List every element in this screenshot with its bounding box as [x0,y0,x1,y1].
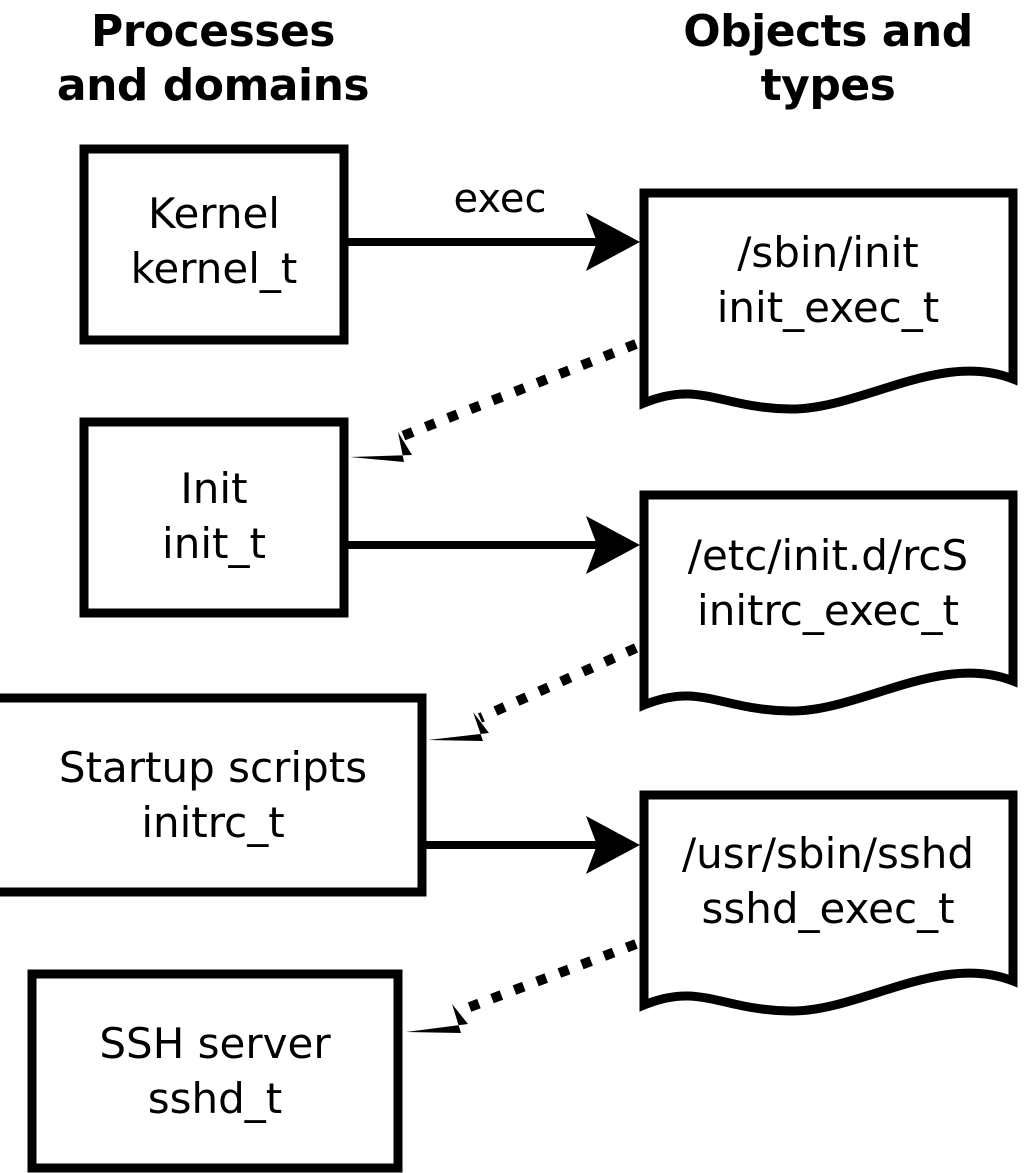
column-header-processes: Processes and domains [57,6,370,111]
edge-rcsexec-transition-initrc-line [477,643,639,723]
process-node-sshd[interactable]: SSH server sshd_t [27,969,403,1173]
column-header-objects-line2: types [761,60,896,111]
process-node-init[interactable]: Init init_t [79,417,349,618]
edge-kernel-exec-init-arrowhead [586,213,640,271]
edge-init-exec-rcs-arrowhead [586,516,640,574]
process-node-initrc-type: initrc_t [141,798,284,847]
edge-init-exec-rcs [348,516,640,574]
column-header-objects-line1: Objects and [683,6,972,57]
edge-initexec-transition-init-line [398,339,638,442]
edge-initrc-exec-sshd-arrowhead [586,816,640,874]
process-node-init-type: init_t [162,519,266,568]
edge-initexec-transition-init [350,339,638,462]
object-node-usr-sshd-type: sshd_exec_t [701,884,954,933]
object-node-sbin-init-path: /sbin/init [737,228,919,277]
edge-initrc-exec-sshd [426,816,640,874]
edge-rcsexec-transition-initrc [428,643,639,741]
process-node-kernel-name: Kernel [148,189,280,238]
edge-sshdexec-transition-sshd-arrowhead [406,1004,468,1033]
edge-kernel-exec-init: exec [348,176,640,271]
object-node-usr-sshd-path: /usr/sbin/sshd [682,829,974,878]
process-node-sshd-type: sshd_t [148,1074,283,1123]
object-node-sbin-init-type: init_exec_t [717,283,940,332]
process-node-kernel-box[interactable] [79,144,349,345]
column-header-objects: Objects and types [683,6,973,111]
edge-initexec-transition-init-arrowhead [350,432,412,462]
object-node-etc-rcs-shape[interactable] [639,490,1018,716]
process-node-init-name: Init [180,464,247,513]
object-node-usr-sshd[interactable]: /usr/sbin/sshd sshd_exec_t [639,790,1018,1016]
edge-sshdexec-transition-sshd [406,939,638,1033]
process-node-kernel-type: kernel_t [131,244,298,293]
process-node-init-box[interactable] [79,417,349,618]
object-node-etc-rcs[interactable]: /etc/init.d/rcS initrc_exec_t [639,490,1018,716]
column-header-processes-line2: and domains [57,60,369,111]
process-node-sshd-box[interactable] [27,969,403,1173]
process-node-initrc[interactable]: Startup scripts initrc_t [0,693,427,897]
process-node-initrc-name: Startup scripts [59,743,367,792]
object-node-etc-rcs-path: /etc/init.d/rcS [688,531,968,580]
object-node-etc-rcs-type: initrc_exec_t [697,586,959,635]
process-node-kernel[interactable]: Kernel kernel_t [79,144,349,345]
object-node-sbin-init-shape[interactable] [639,188,1018,414]
edge-label-exec: exec [454,176,547,222]
edge-sshdexec-transition-sshd-line [460,939,638,1015]
object-node-usr-sshd-shape[interactable] [639,790,1018,1016]
column-header-processes-line1: Processes [91,6,335,57]
object-node-sbin-init[interactable]: /sbin/init init_exec_t [639,188,1018,414]
process-node-sshd-name: SSH server [99,1019,331,1068]
process-node-initrc-box[interactable] [0,693,427,897]
